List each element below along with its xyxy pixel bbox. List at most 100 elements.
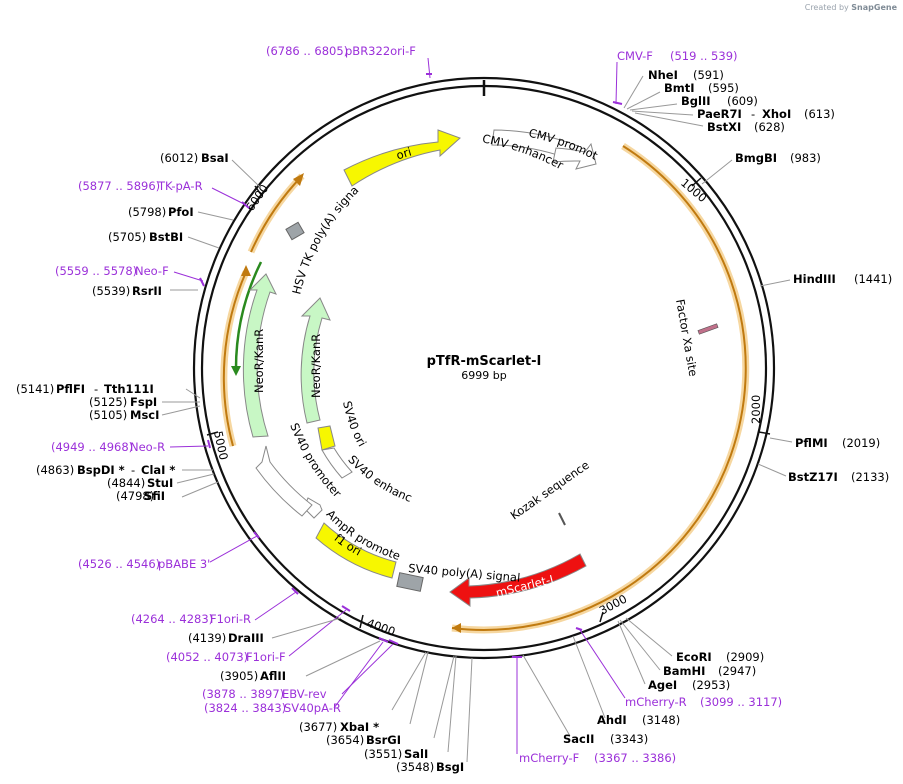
tick-label-2000: 2000 bbox=[749, 395, 763, 424]
stui-name: StuI bbox=[147, 476, 173, 490]
xbai-pos: (3677) bbox=[299, 720, 337, 734]
pfoi-name: PfoI bbox=[168, 205, 194, 219]
ebv-rev-name: EBV-rev bbox=[282, 687, 327, 701]
sv40pa-r-name: SV40pA-R bbox=[284, 701, 341, 715]
cmv-f-name: CMV-F bbox=[617, 49, 653, 63]
neor-outer-label: NeoR/KanR bbox=[252, 329, 266, 393]
sv40-promoter-arrow bbox=[255, 445, 313, 517]
orf-left-upper-arrowhead bbox=[293, 173, 304, 186]
sfii-pos: (4798) bbox=[116, 489, 154, 503]
tick-label-5000: 5000 bbox=[211, 430, 231, 462]
hindiii-name: HindIII bbox=[793, 272, 836, 286]
credit-prefix: Created by bbox=[804, 3, 849, 12]
ori-label: ori bbox=[394, 145, 413, 163]
sacii-name: SacII bbox=[563, 732, 594, 746]
bstz17i-leader bbox=[757, 463, 787, 477]
cmv-f-pos: (519 .. 539) bbox=[670, 49, 738, 63]
mcherry-r-pos: (3099 .. 3117) bbox=[700, 695, 782, 709]
sali-name: SalI bbox=[404, 747, 428, 761]
tick-5000 bbox=[206, 431, 219, 436]
site-cluster-bottom-left bbox=[209, 531, 457, 753]
mcherry-r-name: mCherry-R bbox=[625, 695, 687, 709]
pflmi-leader bbox=[769, 437, 793, 443]
site-pbr322ori-f: (6786 .. 6805) pBR322ori-F bbox=[266, 44, 432, 79]
paer7i-name: PaeR7I bbox=[697, 107, 742, 121]
f1ori-f-pos: (4052 .. 4073) bbox=[166, 650, 248, 664]
orf-main-halo bbox=[451, 143, 750, 634]
bmgbi-leader bbox=[701, 159, 733, 185]
pbr322ori-f-pos: (6786 .. 6805) bbox=[266, 44, 348, 58]
mcherry-f-name: mCherry-F bbox=[519, 751, 579, 765]
neo-r-pos: (4949 .. 4968) bbox=[51, 440, 133, 454]
aflii-pos: (3905) bbox=[220, 669, 258, 683]
rsrii-name: RsrII bbox=[132, 284, 162, 298]
f1ori-r-name: F1ori-R bbox=[210, 612, 251, 626]
ebv-rev-pos: (3878 .. 3897) bbox=[202, 687, 284, 701]
hindiii-leader bbox=[759, 279, 791, 287]
orf-left-lower-arc bbox=[222, 271, 247, 447]
msci-pos: (5105) bbox=[89, 408, 127, 422]
orf-main-arrowhead bbox=[452, 623, 461, 633]
nhei-name: NheI bbox=[648, 68, 678, 82]
ahdi-name: AhdI bbox=[597, 713, 627, 727]
tick-3000 bbox=[599, 611, 604, 623]
site-cluster-bottom-right bbox=[466, 617, 673, 763]
neor-outer-arrow bbox=[242, 273, 277, 438]
agei-pos: (2953) bbox=[692, 678, 730, 692]
bamhi-name: BamHI bbox=[663, 664, 705, 678]
site-cluster-left-upper bbox=[170, 159, 262, 291]
tk-pa-r-name: TK-pA-R bbox=[157, 179, 203, 193]
xhoi-name: XhoI bbox=[762, 107, 791, 121]
tth111i-name: Tth111I bbox=[104, 382, 154, 396]
bstz17i-name: BstZ17I bbox=[788, 470, 838, 484]
bmti-name: BmtI bbox=[664, 81, 695, 95]
bspdi-sep: - bbox=[131, 463, 135, 477]
bspdi-pos: (4863) bbox=[36, 463, 74, 477]
bstxi-name: BstXI bbox=[707, 120, 741, 134]
neo-f-pos: (5559 .. 5578) bbox=[55, 264, 137, 278]
bsgi-pos: (3548) bbox=[396, 760, 434, 774]
pflmi-pos: (2019) bbox=[842, 436, 880, 450]
agei-name: AgeI bbox=[648, 678, 677, 692]
draiii-name: DraIII bbox=[228, 631, 264, 645]
snapgene-credit: Created by SnapGene bbox=[805, 3, 897, 12]
mscarlet-arrow bbox=[449, 553, 587, 607]
hindiii-pos: (1441) bbox=[854, 272, 892, 286]
bspdi-name: BspDI * bbox=[77, 463, 125, 477]
f1-ori-arrow bbox=[315, 522, 397, 579]
bsai-name: BsaI bbox=[201, 151, 229, 165]
site-cluster-cmv bbox=[612, 61, 704, 127]
bsgi-name: BsgI bbox=[436, 760, 464, 774]
xbai-name: XbaI * bbox=[340, 720, 379, 734]
pbabe3-pos: (4526 .. 4546) bbox=[78, 557, 160, 571]
bglii-pos: (609) bbox=[727, 94, 758, 108]
features: ori CMV enhancer CMV promoter Factor Xa … bbox=[0, 0, 719, 607]
sv40-polya-box bbox=[396, 572, 424, 592]
factor-xa-label: Factor Xa site bbox=[673, 298, 700, 377]
pflfi-name: PflFI bbox=[56, 382, 85, 396]
paer7i-sep: - bbox=[751, 107, 755, 121]
pflfi-pos: (5141) bbox=[16, 382, 54, 396]
f1ori-f-name: F1ori-F bbox=[246, 650, 286, 664]
credit-brand: SnapGene bbox=[851, 3, 897, 12]
plasmid-size: 6999 bp bbox=[461, 369, 506, 382]
bmgbi-name: BmgBI bbox=[735, 151, 777, 165]
orf-neo-green-arrowhead bbox=[231, 366, 241, 376]
pflfi-sep: - bbox=[94, 382, 98, 396]
orf-neo-green-arc bbox=[234, 261, 263, 373]
neo-r-name: Neo-R bbox=[130, 440, 165, 454]
draiii-pos: (4139) bbox=[188, 631, 226, 645]
bsrgi-name: BsrGI bbox=[366, 733, 401, 747]
bmti-pos: (595) bbox=[708, 81, 739, 95]
tick-2000 bbox=[758, 431, 771, 435]
fspi-name: FspI bbox=[130, 395, 157, 409]
hsv-tk-box bbox=[285, 221, 305, 241]
fspi-pos: (5125) bbox=[89, 395, 127, 409]
cmv-promoter-arrow bbox=[552, 142, 597, 170]
f1ori-r-pos: (4264 .. 4283) bbox=[131, 612, 213, 626]
rsrii-pos: (5539) bbox=[92, 284, 130, 298]
ecori-name: EcoRI bbox=[676, 650, 712, 664]
tick-1000 bbox=[691, 177, 702, 187]
sv40-enhancer-arrow bbox=[321, 447, 353, 479]
sv40-ori-label: SV40 ori bbox=[340, 400, 369, 449]
